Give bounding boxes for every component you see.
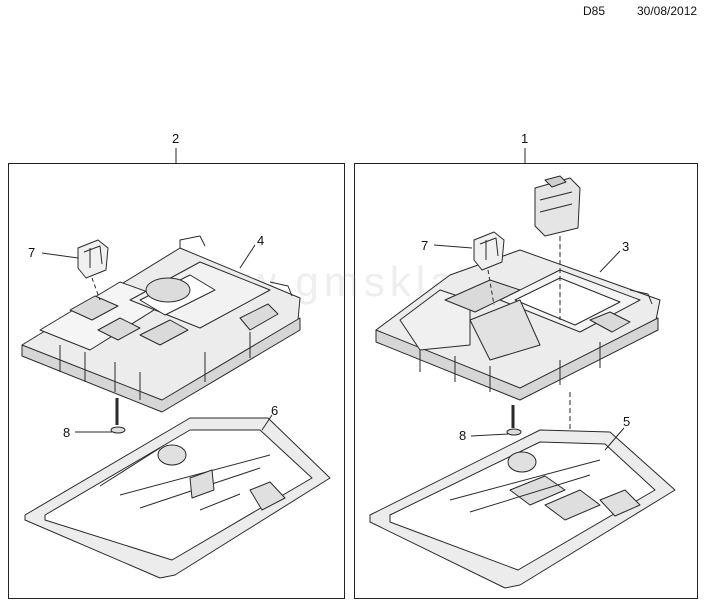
leader-right-clip — [433, 244, 473, 249]
leader-left-frame — [261, 414, 273, 431]
callout-left-screw: 8 — [63, 425, 71, 440]
right-frame-part — [369, 429, 676, 589]
leader-right-frame — [604, 427, 625, 451]
callout-left-clip: 7 — [28, 245, 36, 260]
left-console-part — [21, 235, 301, 413]
left-screw-part — [110, 398, 126, 434]
diagram-code: D85 — [583, 4, 606, 18]
left-clip-dash — [91, 277, 101, 301]
right-console-part — [375, 249, 661, 401]
callout-right-console: 3 — [622, 239, 630, 254]
leader-right-console — [599, 250, 621, 273]
diagram-date: 30/08/2012 — [637, 4, 698, 18]
left-clip-part — [77, 239, 109, 279]
right-switch-part — [534, 175, 581, 237]
callout-right-frame: 5 — [623, 414, 631, 429]
callout-right-screw: 8 — [459, 428, 467, 443]
right-clip-dash — [487, 269, 495, 306]
leader-right-screw — [470, 433, 509, 437]
panel-1-number: 1 — [521, 131, 529, 146]
right-clip-part — [473, 231, 505, 271]
left-frame-part — [24, 417, 331, 579]
callout-right-clip: 7 — [421, 238, 429, 253]
panel-2-number: 2 — [172, 131, 180, 146]
callout-left-frame: 6 — [271, 403, 279, 418]
leader-left-console — [239, 244, 256, 269]
callout-left-console: 4 — [257, 233, 265, 248]
right-screw-part — [506, 405, 522, 436]
leader-left-clip — [41, 252, 79, 259]
